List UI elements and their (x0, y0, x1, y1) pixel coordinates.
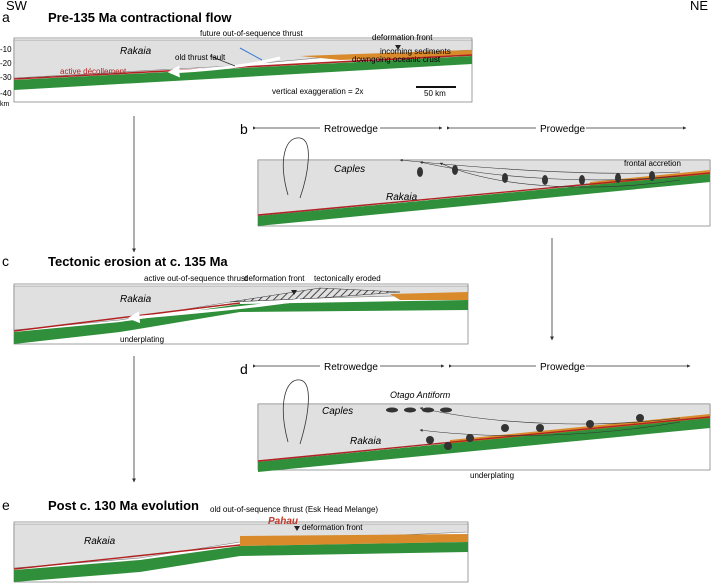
panel-e-deformation-front-marker (294, 526, 300, 531)
panel-a-downgoing-crust: downgoing oceanic crust (352, 55, 441, 64)
panel-d-underplating: underplating (470, 471, 514, 480)
panel-b-ellipses (417, 165, 655, 185)
panel-a-vertical-exaggeration: vertical exaggeration = 2x (272, 87, 363, 96)
panel-d-decollement (257, 416, 711, 462)
panel-a-deformation-front: deformation front (372, 33, 433, 42)
panel-c-deformation-front-marker (291, 290, 297, 295)
panel-c-active-thrust: active out-of-sequence thrust (144, 274, 248, 283)
panel-a-future-thrust: future out-of-sequence thrust (200, 29, 304, 38)
panel-b-caples: Caples (334, 164, 365, 175)
panel-d-ellipses (386, 407, 644, 450)
panel-a-letter: a (2, 9, 10, 25)
panel-b-letter: b (240, 121, 248, 137)
panel-b: b Retrowedge Prowedge Caples Rakaia fron (240, 121, 711, 227)
panel-a-old-thrust: old thrust fault (175, 53, 226, 62)
depth-tick-20: -20 (0, 59, 12, 68)
panel-a-sediments (300, 50, 472, 60)
panel-c-eroded-zone (229, 287, 401, 303)
panel-d-crust (258, 418, 710, 472)
panel-a-old-thrust-line (209, 55, 236, 67)
panel-a-deformation-front-marker (395, 45, 401, 50)
panel-a-incoming-sediments: incoming sediments (380, 47, 451, 56)
panel-a-decollement (13, 54, 473, 80)
panel-a-future-thrust-line (239, 47, 263, 61)
panel-d-prowedge: Prowedge (540, 362, 585, 373)
panel-a-rakaia: Rakaia (120, 46, 152, 57)
depth-tick-40: -40 (0, 89, 12, 98)
panel-a: a Pre-135 Ma contractional flow -10 -20 … (0, 9, 473, 108)
panel-d-fold (282, 379, 309, 445)
panel-e-letter: e (2, 497, 10, 513)
panel-e-rakaia: Rakaia (84, 536, 116, 547)
panel-c-tectonically-eroded: tectonically eroded (314, 274, 381, 283)
panel-b-frontal-accretion: frontal accretion (624, 159, 681, 168)
panel-c-decollement (13, 302, 241, 332)
panel-a-title: Pre-135 Ma contractional flow (48, 10, 232, 25)
panel-e-decollement (13, 544, 241, 570)
depth-tick-10: -10 (0, 45, 12, 54)
panel-d-otago-antiform: Otago Antiform (390, 390, 451, 400)
panel-c-letter: c (2, 253, 9, 269)
panel-c-rakaia: Rakaia (120, 294, 152, 305)
panel-b-flow-3 (439, 162, 681, 188)
panel-b-fold (282, 137, 309, 199)
panel-b-pro-bg (536, 122, 586, 134)
panel-b-retrowedge: Retrowedge (324, 124, 378, 135)
panel-c-sediments (390, 292, 468, 300)
panel-d-caples: Caples (322, 406, 353, 417)
panel-e-crust (14, 542, 468, 582)
ne-label: NE (690, 0, 708, 13)
panel-d-pro-bg (536, 360, 586, 372)
panel-c: c Tectonic erosion at c. 135 Ma active o… (2, 253, 469, 345)
panel-b-rakaia: Rakaia (386, 192, 418, 203)
panel-d-retro-bg (320, 360, 380, 372)
depth-tick-30: -30 (0, 73, 12, 82)
panel-d-letter: d (240, 361, 248, 377)
depth-unit: km (0, 101, 10, 108)
scale-bar-label: 50 km (424, 89, 446, 98)
panel-c-underplating: underplating (120, 335, 164, 344)
panel-d: d Retrowedge Prowedge Otago Antiform (240, 360, 711, 480)
panel-e-pahau: Pahau (268, 516, 298, 527)
panel-b-decollement (257, 172, 711, 216)
panel-e-old-thrust: old out-of-sequence thrust (Esk Head Mel… (210, 505, 378, 514)
panel-a-active-decollement: active décollement (60, 67, 127, 76)
panel-a-flow-arrow (167, 56, 281, 78)
panel-b-prowedge: Prowedge (540, 124, 585, 135)
panel-a-crust (14, 56, 472, 90)
panel-c-title: Tectonic erosion at c. 135 Ma (48, 254, 228, 269)
panel-b-flow-2 (419, 161, 681, 181)
panel-c-deformation-front: deformation front (244, 274, 305, 283)
panel-e-deformation-front: deformation front (302, 523, 363, 532)
panel-d-flow-2 (419, 421, 681, 436)
panel-d-flow-1 (419, 407, 681, 425)
sw-label: SW (6, 0, 28, 13)
panel-d-retrowedge: Retrowedge (324, 362, 378, 373)
panel-c-flow-arrow (127, 298, 301, 324)
panel-e-title: Post c. 130 Ma evolution (48, 498, 199, 513)
panel-e: e Post c. 130 Ma evolution old out-of-se… (2, 497, 469, 583)
panel-d-rakaia: Rakaia (350, 436, 382, 447)
panel-b-flow-1 (399, 158, 681, 174)
panel-b-retro-bg (320, 122, 380, 134)
